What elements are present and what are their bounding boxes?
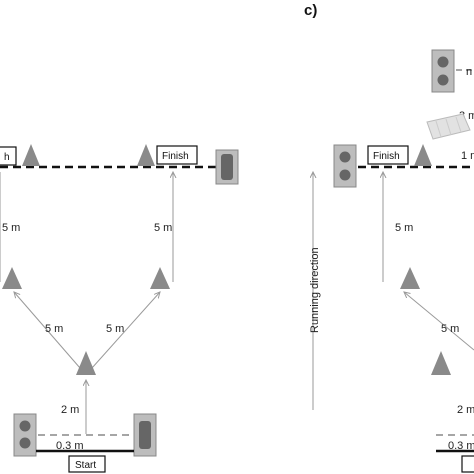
cone-top-right bbox=[137, 144, 155, 166]
left-diagram: h Finish 5 m 5 m 5 m 5 m 2 m bbox=[0, 144, 239, 473]
arrow-diag-right-diagram bbox=[404, 292, 474, 351]
finish-label-right: Finish bbox=[373, 151, 400, 162]
dist-bottom: 2 m bbox=[61, 404, 79, 416]
finish-box-right bbox=[367, 145, 409, 165]
top-device-light-1 bbox=[437, 56, 449, 68]
hurdle-obstacle bbox=[426, 113, 471, 140]
cone-mid-right bbox=[150, 267, 170, 289]
dist-diag-right-diagram: 5 m bbox=[441, 323, 459, 335]
dist-finish-partial: 1 m bbox=[461, 150, 474, 162]
dist-side-right: 5 m bbox=[154, 222, 172, 234]
start-device-right-screen bbox=[139, 421, 151, 449]
cone-bottom bbox=[76, 351, 96, 375]
top-partial-label: n bbox=[466, 66, 472, 78]
finish-device-left bbox=[333, 144, 357, 188]
running-direction-label: Running direction bbox=[309, 247, 321, 333]
start-label: Start bbox=[75, 460, 96, 471]
dist-bottom-partial: 2 m bbox=[457, 404, 474, 416]
cone-top-right-diagram bbox=[414, 144, 432, 166]
finish-device-left-light-1 bbox=[339, 151, 351, 163]
cone-top-left bbox=[22, 144, 40, 166]
cone-mid-right-diagram bbox=[400, 267, 420, 289]
start-device-left bbox=[13, 413, 37, 457]
start-device-left-light-2 bbox=[19, 437, 31, 449]
right-diagram: c) Running direction n 3 m Finish 1 m bbox=[304, 2, 474, 473]
dist-diag-right: 5 m bbox=[106, 323, 124, 335]
finish-device-screen bbox=[221, 154, 233, 180]
start-device-left-light-1 bbox=[19, 420, 31, 432]
left-partial-box-label: h bbox=[4, 152, 10, 163]
top-device bbox=[431, 49, 455, 93]
finish-device-left-light-2 bbox=[339, 169, 351, 181]
dist-side-right-diagram: 5 m bbox=[395, 222, 413, 234]
start-box-right-partial bbox=[461, 455, 474, 473]
finish-label: Finish bbox=[162, 151, 189, 162]
gap-label: 0.3 m bbox=[56, 440, 84, 452]
left-partial-box bbox=[0, 146, 17, 166]
dist-diag-left: 5 m bbox=[45, 323, 63, 335]
finish-box bbox=[156, 145, 198, 165]
panel-c-label: c) bbox=[304, 2, 317, 19]
cone-bottom-right-diagram bbox=[431, 351, 451, 375]
arrow-diag-left bbox=[14, 292, 81, 369]
start-box bbox=[68, 455, 106, 473]
cone-mid-left bbox=[2, 267, 22, 289]
top-device-light-2 bbox=[437, 74, 449, 86]
arrow-diag-right bbox=[91, 292, 160, 369]
gap-partial-label: 0.3 m bbox=[448, 440, 474, 452]
dist-side-left: 5 m bbox=[2, 222, 20, 234]
